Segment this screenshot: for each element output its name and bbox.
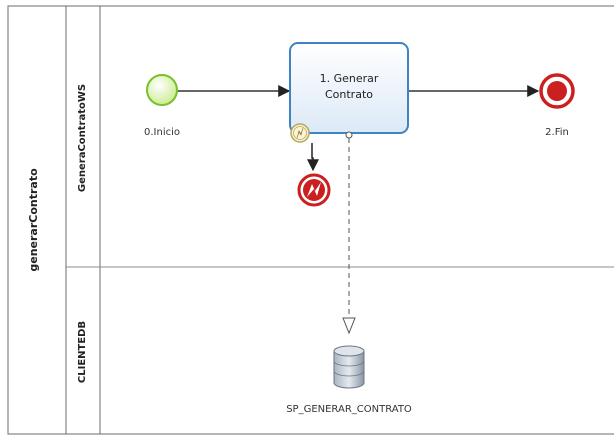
task-label-line2: Contrato	[325, 88, 373, 101]
lane-label-generacontratows: GeneraContratoWS	[77, 84, 88, 192]
exception-flow[interactable]	[307, 143, 319, 172]
lane-label-clientedb: CLIENTEDB	[77, 321, 88, 383]
lightning-icon	[296, 127, 304, 139]
task-label-line1: 1. Generar	[320, 72, 379, 85]
data-association[interactable]	[342, 131, 356, 335]
datastore-icon[interactable]	[333, 345, 365, 389]
boundary-error-event[interactable]	[290, 123, 310, 143]
datastore-label: SP_GENERAR_CONTRATO	[286, 404, 412, 415]
error-lightning-icon	[307, 182, 321, 197]
end-event[interactable]	[539, 73, 575, 109]
start-event-label: 0.Inicio	[144, 127, 180, 138]
start-event[interactable]	[146, 74, 178, 106]
lane-generacontratows[interactable]: GeneraContratoWS	[77, 6, 101, 434]
task-generar-contrato[interactable]: 1. Generar Contrato	[289, 42, 409, 134]
error-end-event[interactable]	[297, 173, 331, 207]
pool-name-label: generarContrato	[27, 168, 40, 272]
end-event-label: 2.Fin	[545, 127, 569, 138]
lane-clientedb[interactable]: CLIENTEDB	[77, 321, 88, 383]
